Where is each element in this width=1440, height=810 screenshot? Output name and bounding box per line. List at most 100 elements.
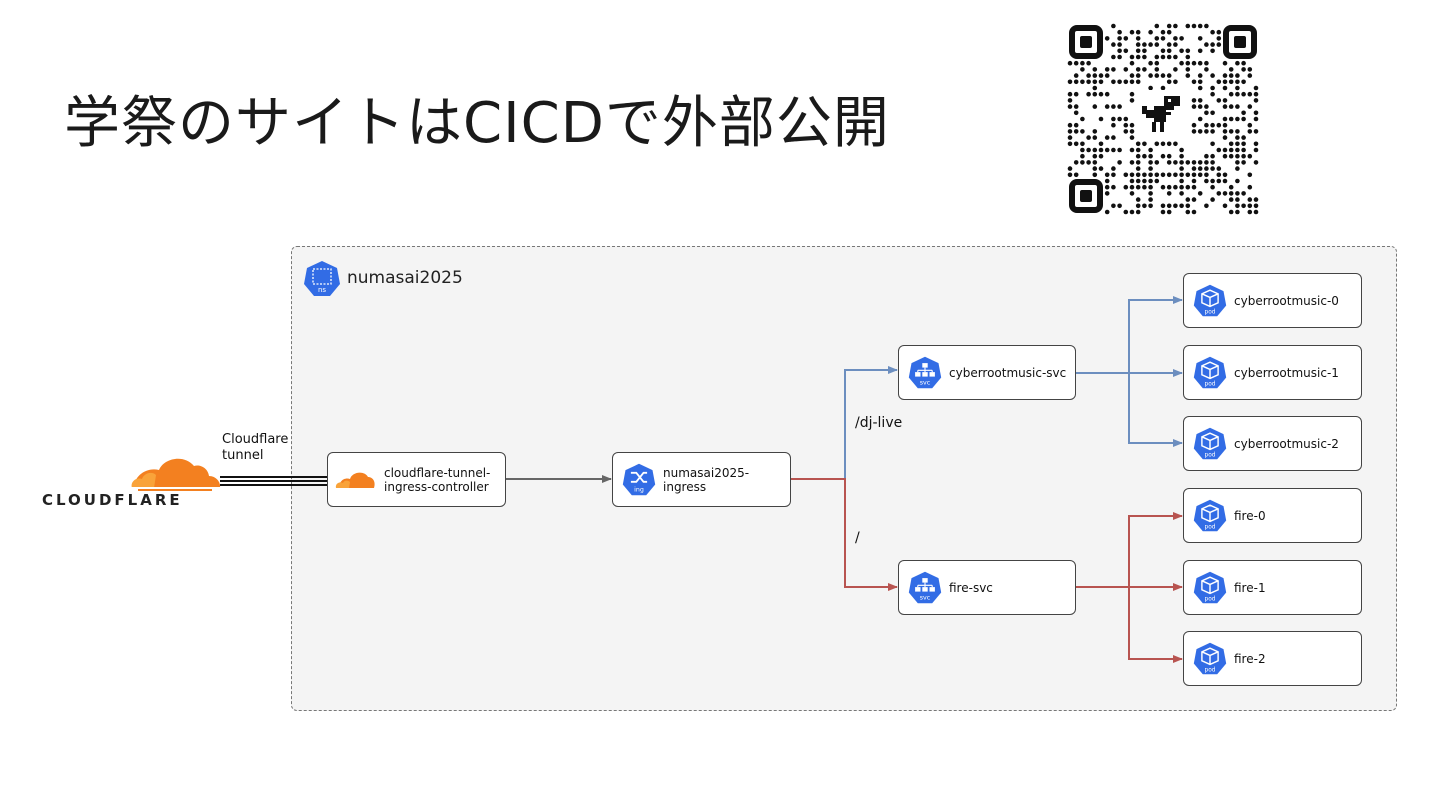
pod-label: cyberrootmusic-1 bbox=[1234, 365, 1339, 380]
qr-dot bbox=[1148, 160, 1153, 165]
pod-node-fire-2[interactable]: pod fire-2 bbox=[1183, 631, 1362, 686]
qr-dot bbox=[1123, 184, 1129, 190]
qr-dot bbox=[1191, 209, 1197, 215]
qr-dot bbox=[1222, 191, 1228, 196]
qr-dot bbox=[1067, 104, 1073, 109]
qr-dot bbox=[1129, 122, 1135, 128]
service-node-cyberrootmusic-svc[interactable]: svc cyberrootmusic-svc bbox=[898, 345, 1076, 400]
pod-label: cyberrootmusic-2 bbox=[1234, 436, 1339, 451]
qr-dot bbox=[1086, 79, 1091, 85]
qr-dot bbox=[1098, 153, 1104, 159]
qr-dot bbox=[1228, 209, 1234, 215]
qr-dot bbox=[1148, 178, 1153, 184]
qr-dot bbox=[1204, 104, 1209, 109]
qr-dot bbox=[1216, 79, 1222, 85]
qr-dot bbox=[1179, 36, 1184, 41]
qr-dot bbox=[1228, 141, 1234, 147]
cloudflare-cloud-icon bbox=[335, 472, 375, 488]
qr-dot bbox=[1142, 48, 1147, 54]
qr-dot bbox=[1204, 153, 1209, 159]
qr-dot bbox=[1222, 85, 1228, 91]
qr-dot bbox=[1148, 191, 1153, 196]
qr-dot bbox=[1235, 60, 1240, 66]
qr-dot bbox=[1148, 147, 1153, 153]
pod-node-fire-1[interactable]: pod fire-1 bbox=[1183, 560, 1362, 615]
qr-dot bbox=[1210, 184, 1215, 190]
pod-node-cyberrootmusic-0[interactable]: pod cyberrootmusic-0 bbox=[1183, 273, 1362, 328]
qr-dot bbox=[1179, 172, 1184, 178]
qr-dot bbox=[1241, 67, 1246, 72]
qr-dot bbox=[1160, 184, 1166, 190]
pod-node-cyberrootmusic-2[interactable]: pod cyberrootmusic-2 bbox=[1183, 416, 1362, 471]
qr-dot bbox=[1135, 54, 1141, 60]
svg-text:pod: pod bbox=[1205, 452, 1216, 458]
qr-dot bbox=[1216, 122, 1222, 128]
qr-dot bbox=[1222, 135, 1228, 140]
qr-dot bbox=[1123, 67, 1129, 72]
service-node-fire-svc[interactable]: svc fire-svc bbox=[898, 560, 1076, 615]
qr-dot bbox=[1104, 104, 1110, 109]
pod-node-fire-0[interactable]: pod fire-0 bbox=[1183, 488, 1362, 543]
qr-dot bbox=[1222, 79, 1228, 85]
qr-dot bbox=[1185, 184, 1191, 190]
qr-dot bbox=[1166, 203, 1172, 209]
qr-dot bbox=[1173, 67, 1178, 72]
qr-dot bbox=[1073, 122, 1079, 128]
qr-dot bbox=[1228, 184, 1234, 190]
pod-icon: pod bbox=[1193, 642, 1227, 674]
numasai2025-ingress-node[interactable]: ing numasai2025-ingress bbox=[612, 452, 791, 507]
qr-dot bbox=[1073, 160, 1079, 165]
qr-dot bbox=[1228, 91, 1234, 97]
qr-dot bbox=[1092, 91, 1098, 97]
qr-dot bbox=[1179, 160, 1184, 165]
qr-dot bbox=[1204, 23, 1209, 29]
qr-dot bbox=[1129, 135, 1135, 140]
cloudflare-tunnel-ingress-controller-node[interactable]: cloudflare-tunnel- ingress-controller bbox=[327, 452, 506, 507]
qr-dot bbox=[1235, 85, 1240, 91]
qr-dot bbox=[1135, 73, 1141, 78]
qr-dot bbox=[1154, 160, 1160, 165]
qr-dot bbox=[1142, 42, 1147, 47]
qr-dot bbox=[1098, 147, 1104, 153]
qr-dot bbox=[1092, 67, 1098, 72]
qr-dot bbox=[1129, 91, 1135, 97]
qr-dot bbox=[1185, 172, 1191, 178]
qr-dot bbox=[1098, 116, 1104, 122]
qr-dot bbox=[1135, 79, 1141, 85]
tunnel-label: Cloudflare tunnel bbox=[222, 432, 288, 464]
qr-dot bbox=[1228, 73, 1234, 78]
qr-dot bbox=[1210, 129, 1215, 134]
qr-dot bbox=[1210, 110, 1215, 116]
qr-dot bbox=[1191, 129, 1197, 134]
qr-dot bbox=[1179, 178, 1184, 184]
qr-dot bbox=[1235, 197, 1240, 202]
qr-dot bbox=[1235, 178, 1240, 184]
qr-dot bbox=[1067, 166, 1073, 171]
qr-dot bbox=[1197, 166, 1203, 171]
qr-dot bbox=[1135, 42, 1141, 47]
svc-to-fire-2-arrow bbox=[1076, 586, 1183, 663]
qr-dot bbox=[1173, 79, 1178, 85]
qr-dot bbox=[1123, 79, 1129, 85]
qr-dot bbox=[1197, 191, 1203, 196]
qr-dot bbox=[1129, 54, 1135, 60]
pod-icon: pod bbox=[1193, 427, 1227, 459]
qr-dot bbox=[1173, 54, 1178, 60]
qr-dot bbox=[1123, 36, 1129, 41]
qr-dot bbox=[1210, 166, 1215, 171]
qr-dot bbox=[1142, 153, 1147, 159]
page-title: 学祭のサイトはCICDで外部公開 bbox=[64, 91, 890, 156]
qr-dot bbox=[1154, 23, 1160, 29]
qr-dot bbox=[1111, 67, 1116, 72]
qr-dot bbox=[1148, 42, 1153, 47]
pod-node-cyberrootmusic-1[interactable]: pod cyberrootmusic-1 bbox=[1183, 345, 1362, 400]
qr-dot bbox=[1160, 85, 1166, 91]
qr-dot bbox=[1092, 85, 1098, 91]
qr-dot bbox=[1129, 98, 1135, 103]
qr-dot bbox=[1129, 79, 1135, 85]
qr-dot bbox=[1185, 73, 1191, 78]
qr-dot bbox=[1135, 153, 1141, 159]
qr-finder-bottom-left bbox=[1069, 179, 1103, 213]
qr-dot bbox=[1154, 60, 1160, 66]
qr-dot bbox=[1117, 79, 1122, 85]
